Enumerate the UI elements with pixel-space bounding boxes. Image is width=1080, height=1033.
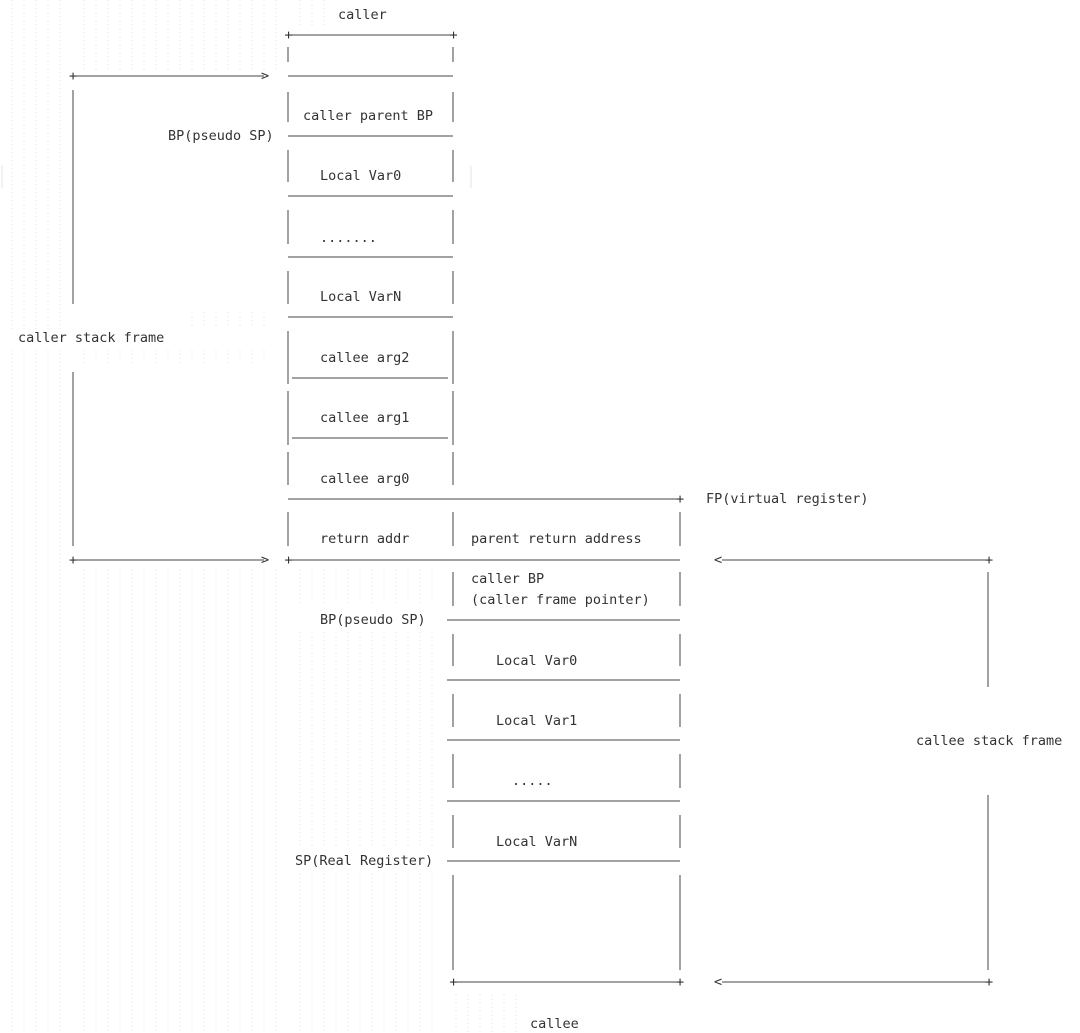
callee-frame-bracket: < + < + <box>714 552 993 990</box>
caller-frame-bracket: + > + > <box>69 68 269 568</box>
svg-text:+: + <box>676 974 684 990</box>
cell-callee-ellipsis: ..... <box>512 773 553 789</box>
svg-text:+: + <box>985 552 993 568</box>
caller-bp-label: BP(pseudo SP) <box>168 128 274 144</box>
cell-callee-arg1: callee arg1 <box>320 410 409 426</box>
svg-text:+: + <box>676 491 684 507</box>
caller-stack-frame-label: caller stack frame <box>18 330 164 346</box>
cell-caller-parent-bp: caller parent BP <box>303 108 433 124</box>
svg-text:+: + <box>69 552 77 568</box>
cell-callee-local-var1: Local Var1 <box>496 713 577 729</box>
svg-text:+: + <box>285 27 293 43</box>
svg-text:>: > <box>261 68 269 84</box>
cell-callee-arg2: callee arg2 <box>320 350 409 366</box>
cell-caller-local-var0: Local Var0 <box>320 168 401 184</box>
cell-caller-ellipsis: ....... <box>320 230 377 246</box>
sp-label: SP(Real Register) <box>295 853 433 869</box>
callee-bp-label: BP(pseudo SP) <box>320 612 426 628</box>
cell-return-addr: return addr <box>320 531 409 547</box>
svg-text:>: > <box>261 552 269 568</box>
svg-text:<: < <box>714 552 722 568</box>
background-guides <box>1 0 517 1033</box>
cell-parent-return-address: parent return address <box>471 531 642 547</box>
caller-stack: + + + + <box>285 27 685 568</box>
cell-caller-local-varN: Local VarN <box>320 289 401 305</box>
svg-text:+: + <box>285 552 293 568</box>
cell-callee-local-varN: Local VarN <box>496 834 577 850</box>
callee-title: callee <box>530 1016 579 1032</box>
svg-text:+: + <box>450 27 458 43</box>
callee-stack: + + <box>447 572 684 990</box>
cell-callee-arg0: callee arg0 <box>320 471 409 487</box>
caller-title: caller <box>338 7 387 23</box>
cell-caller-bp-line2: (caller frame pointer) <box>471 592 650 608</box>
cell-caller-bp-line1: caller BP <box>471 571 544 587</box>
cell-callee-local-var0: Local Var0 <box>496 653 577 669</box>
svg-text:+: + <box>69 68 77 84</box>
svg-text:+: + <box>985 974 993 990</box>
callee-stack-frame-label: callee stack frame <box>916 733 1062 749</box>
svg-text:<: < <box>714 974 722 990</box>
fp-label: FP(virtual register) <box>706 491 869 507</box>
svg-text:+: + <box>450 974 458 990</box>
